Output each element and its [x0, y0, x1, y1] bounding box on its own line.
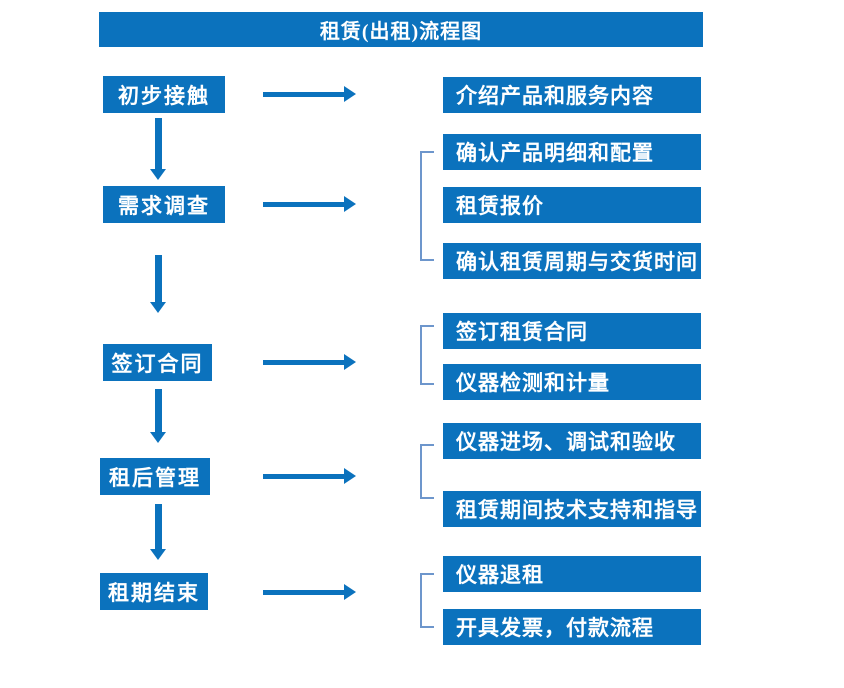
arrow-shaft — [263, 201, 344, 207]
arrow-head — [150, 549, 166, 560]
output-box-confirm-product-spec: 确认产品明细和配置 — [443, 134, 701, 170]
arrow-shaft — [154, 255, 162, 302]
output-box-introduce-products: 介绍产品和服务内容 — [443, 77, 701, 113]
arrow-head — [344, 468, 356, 484]
output-box-instrument-setup: 仪器进场、调试和验收 — [443, 423, 701, 459]
arrow-head — [344, 196, 356, 212]
arrow-head — [150, 302, 166, 313]
bracket-group-rental-end — [420, 573, 434, 628]
step-box-demand-survey: 需求调查 — [103, 186, 225, 223]
chart-title: 租赁(出租)流程图 — [99, 12, 703, 47]
arrow-right-icon-2 — [263, 196, 356, 212]
arrow-down-icon-1 — [150, 118, 166, 180]
output-box-rental-quote: 租赁报价 — [443, 187, 701, 223]
arrow-head — [150, 432, 166, 443]
step-box-initial-contact: 初步接触 — [103, 76, 225, 113]
output-box-invoice-payment: 开具发票，付款流程 — [443, 609, 701, 645]
arrow-down-icon-2 — [150, 255, 166, 313]
arrow-shaft — [154, 504, 162, 549]
arrow-shaft — [263, 91, 344, 97]
bracket-group-post-rental-mgmt — [420, 444, 434, 499]
arrow-right-icon-1 — [263, 86, 356, 102]
output-box-instrument-return: 仪器退租 — [443, 556, 701, 592]
bracket-group-demand-survey — [420, 151, 434, 261]
output-box-sign-rental-contract: 签订租赁合同 — [443, 313, 701, 349]
arrow-shaft — [154, 389, 162, 432]
arrow-head — [150, 169, 166, 180]
arrow-shaft — [263, 589, 344, 595]
step-box-rental-end: 租期结束 — [100, 573, 208, 610]
output-box-instrument-testing: 仪器检测和计量 — [443, 364, 701, 400]
arrow-shaft — [263, 359, 344, 365]
output-box-tech-support: 租赁期间技术支持和指导 — [443, 491, 701, 527]
arrow-right-icon-4 — [263, 468, 356, 484]
arrow-shaft — [263, 473, 344, 479]
arrow-shaft — [154, 118, 162, 169]
step-box-sign-contract: 签订合同 — [103, 344, 212, 381]
arrow-down-icon-4 — [150, 504, 166, 560]
arrow-right-icon-3 — [263, 354, 356, 370]
arrow-head — [344, 354, 356, 370]
bracket-group-sign-contract — [420, 325, 434, 385]
arrow-head — [344, 86, 356, 102]
arrow-right-icon-5 — [263, 584, 356, 600]
output-box-confirm-period: 确认租赁周期与交货时间 — [443, 243, 701, 279]
step-box-post-rental-mgmt: 租后管理 — [100, 458, 210, 495]
arrow-head — [344, 584, 356, 600]
arrow-down-icon-3 — [150, 389, 166, 443]
